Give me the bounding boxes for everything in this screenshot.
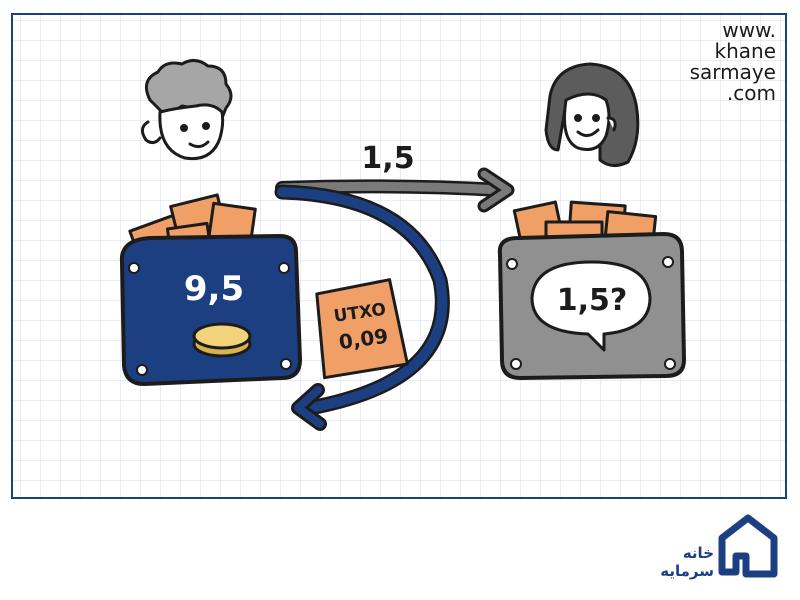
website-url-line: sarmaye (689, 60, 776, 84)
speech-bubble-icon (530, 260, 652, 352)
website-url-line: khane (714, 39, 777, 63)
brand-wordmark: خانه سرمایه (654, 544, 714, 580)
brand-wordmark-line: خانه (682, 544, 714, 562)
brand-logo-icon (718, 514, 778, 578)
brand-wordmark-line: سرمایه (660, 562, 714, 580)
website-url: www. khane sarmaye .com (656, 20, 776, 104)
website-url-line: .com (726, 81, 776, 105)
change-arrow-icon (274, 184, 450, 431)
sender-wallet (119, 193, 302, 386)
receiver-wallet (497, 200, 686, 380)
sender-character-icon (141, 59, 233, 161)
transfer-amount: 1,5 (361, 141, 414, 176)
receiver-character-icon (544, 62, 640, 167)
utxo-note (315, 278, 409, 380)
coin-icon (192, 322, 252, 358)
receiver-question: 1,5? (557, 283, 628, 318)
website-url-line: www. (722, 18, 776, 42)
sender-balance: 9,5 (184, 269, 244, 309)
